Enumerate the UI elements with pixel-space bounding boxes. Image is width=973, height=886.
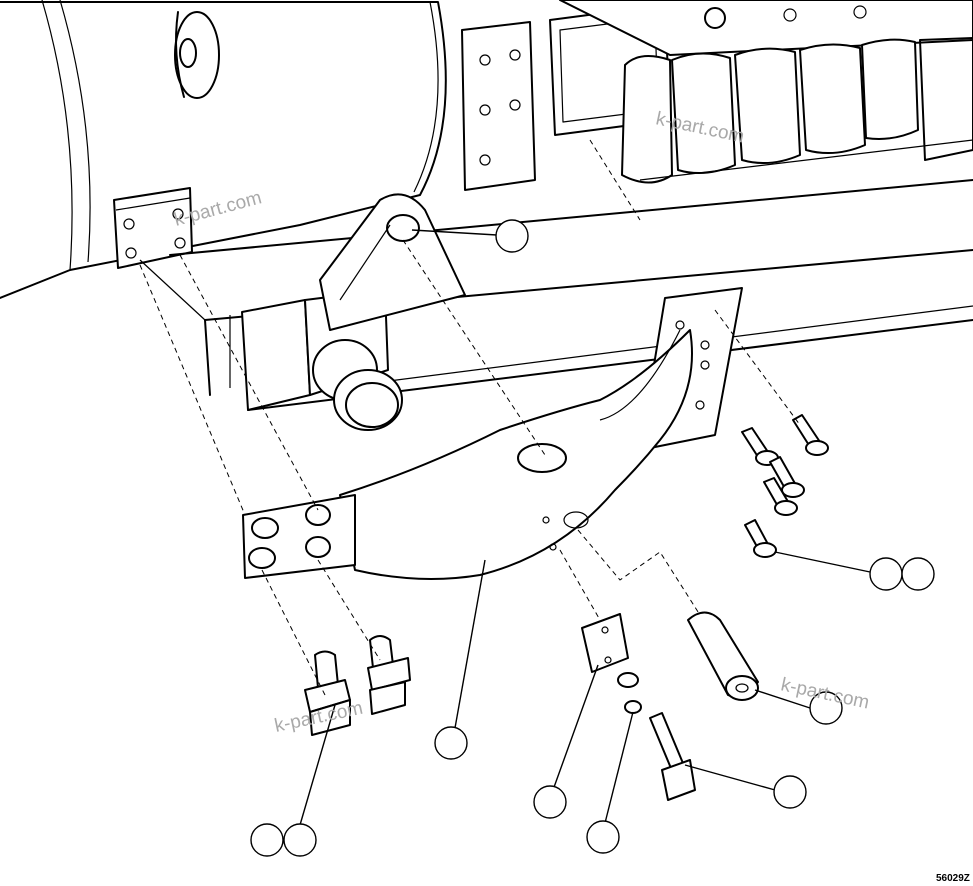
callout-washer-nut[interactable] (586, 820, 620, 854)
callout-leaders (299, 229, 871, 826)
hex-bolt (367, 635, 411, 715)
assembly-guide-lines (139, 139, 801, 696)
upper-pivot-bracket (319, 193, 466, 331)
callout-spacer-plate[interactable] (533, 785, 567, 819)
frame-rail (139, 179, 973, 411)
callout-bolt-set-left[interactable] (250, 823, 284, 857)
hex-bolt (304, 650, 351, 736)
drum-boss (174, 11, 220, 99)
side-plate (242, 494, 356, 579)
rubber-bumper (312, 339, 403, 431)
callout-bolt-set-left[interactable] (283, 823, 317, 857)
spacer-plate (581, 613, 629, 673)
engine-assembly (461, 0, 973, 191)
sleeve-bushing (687, 611, 759, 701)
hex-bolt (763, 477, 798, 516)
drawing-code: 56029Z (936, 873, 970, 884)
oil-filter-canisters (621, 38, 919, 184)
callout-sleeve-bushing[interactable] (809, 691, 843, 725)
hex-bolt (744, 519, 777, 558)
engine-mount-bracket (339, 287, 743, 580)
washer-nut (617, 672, 642, 714)
hex-bolt (792, 414, 829, 456)
callout-pivot-pin-hole[interactable] (495, 219, 529, 253)
hex-bolt (741, 427, 779, 466)
callout-long-bolt[interactable] (773, 775, 807, 809)
long-bolt (649, 712, 696, 801)
bolt-group-right (741, 414, 829, 558)
callout-bracket-plate[interactable] (434, 726, 468, 760)
callout-bolt-set-right[interactable] (869, 557, 903, 591)
bolt-group-left (304, 635, 411, 736)
fuel-tank-drum (0, 0, 447, 299)
callout-bolt-set-right[interactable] (901, 557, 935, 591)
